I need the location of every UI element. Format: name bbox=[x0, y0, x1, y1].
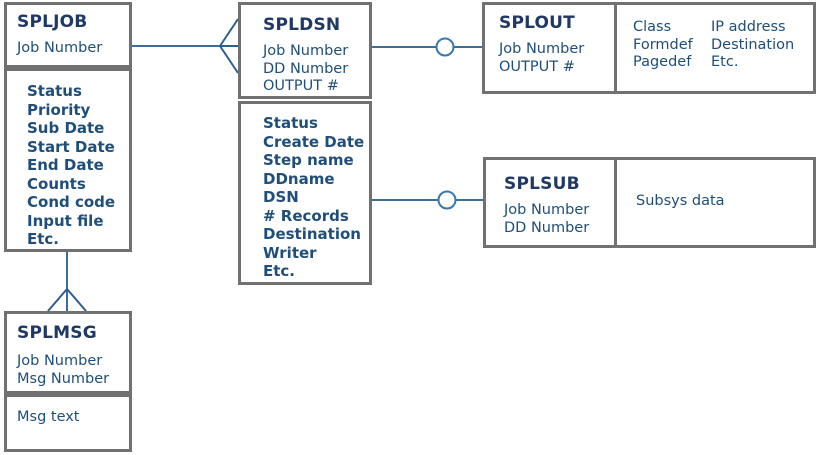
entity-spldsn-title: SPLDSN bbox=[263, 15, 341, 35]
entity-spljob-header[interactable]: SPLJOB Job Number bbox=[4, 2, 132, 68]
entity-splout-attributes-column-2: IP address Destination Etc. bbox=[711, 19, 795, 70]
entity-splout-divider bbox=[614, 5, 617, 91]
entity-splmsg-header[interactable]: SPLMSG Job Number Msg Number bbox=[4, 311, 132, 394]
entity-splmsg-attributes: Msg text bbox=[17, 409, 80, 425]
entity-splsub[interactable]: SPLSUB Job Number DD Number Subsys data bbox=[483, 157, 816, 248]
entity-splout-keys: Job Number OUTPUT # bbox=[499, 41, 585, 75]
entity-splsub-keys: Job Number DD Number bbox=[504, 202, 590, 236]
entity-spldsn-header[interactable]: SPLDSN Job Number DD Number OUTPUT # bbox=[238, 2, 372, 99]
crowfoot-spldsn bbox=[219, 18, 239, 74]
entity-splout-title: SPLOUT bbox=[499, 13, 575, 33]
entity-spldsn-body[interactable]: Status Create Date Step name DDname DSN … bbox=[238, 101, 372, 285]
cardinality-circle-splout bbox=[435, 37, 455, 57]
entity-spljob-title: SPLJOB bbox=[17, 12, 88, 32]
entity-splmsg-body[interactable]: Msg text bbox=[4, 394, 132, 452]
entity-spldsn-keys: Job Number DD Number OUTPUT # bbox=[263, 43, 349, 94]
crowfoot-splmsg bbox=[47, 288, 87, 312]
entity-splout[interactable]: SPLOUT Job Number OUTPUT # Class Formdef… bbox=[482, 2, 816, 94]
entity-spljob-keys: Job Number bbox=[17, 40, 103, 56]
entity-splsub-divider bbox=[614, 160, 617, 245]
entity-splout-attributes-column-1: Class Formdef Pagedef bbox=[633, 19, 693, 70]
entity-splsub-attributes: Subsys data bbox=[636, 193, 725, 209]
entity-splmsg-title: SPLMSG bbox=[17, 323, 97, 343]
cardinality-circle-splsub bbox=[437, 190, 457, 210]
entity-splsub-title: SPLSUB bbox=[504, 174, 580, 194]
entity-splmsg-keys: Job Number Msg Number bbox=[17, 353, 110, 387]
entity-spljob-attributes: Status Priority Sub Date Start Date End … bbox=[27, 82, 116, 248]
entity-spldsn-attributes: Status Create Date Step name DDname DSN … bbox=[263, 114, 365, 280]
entity-spljob-body[interactable]: Status Priority Sub Date Start Date End … bbox=[4, 68, 132, 252]
